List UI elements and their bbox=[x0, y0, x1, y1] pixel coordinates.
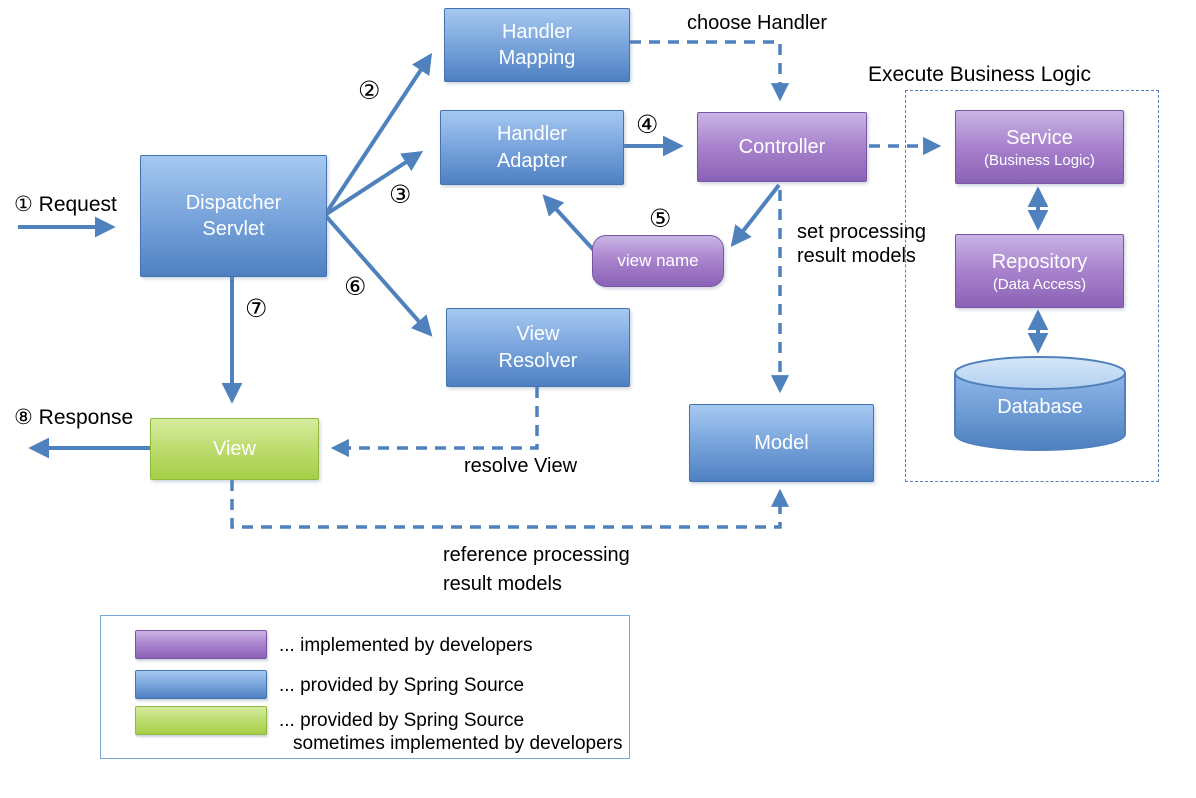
node-view: View bbox=[150, 418, 319, 480]
database-cylinder-icon bbox=[954, 356, 1126, 451]
legend-swatch-green bbox=[135, 706, 267, 735]
node-controller: Controller bbox=[697, 112, 867, 182]
step-2: ② bbox=[358, 76, 381, 105]
node-view-name: view name bbox=[592, 235, 724, 287]
step-5: ⑤ bbox=[649, 204, 672, 233]
step-3: ③ bbox=[389, 180, 412, 209]
legend-label-green-line2: sometimes implemented by developers bbox=[293, 733, 623, 754]
arrow-controller-to-view-name bbox=[730, 183, 781, 247]
execute-business-logic-label: Execute Business Logic bbox=[868, 63, 1091, 86]
node-repository: Repository (Data Access) bbox=[955, 234, 1124, 308]
legend-label-blue: ... provided by Spring Source bbox=[279, 675, 525, 696]
node-view-resolver: View Resolver bbox=[446, 308, 630, 387]
legend-label-purple: ... implemented by developers bbox=[279, 635, 533, 656]
node-handler-mapping: Handler Mapping bbox=[444, 8, 630, 82]
service-subtitle: (Business Logic) bbox=[984, 152, 1095, 170]
legend-swatch-purple bbox=[135, 630, 267, 659]
repository-title: Repository bbox=[991, 250, 1088, 273]
node-model: Model bbox=[689, 404, 874, 482]
service-title: Service bbox=[1006, 126, 1073, 149]
dashed-choose-handler bbox=[630, 40, 790, 102]
node-handler-adapter: Handler Adapter bbox=[440, 110, 624, 185]
resolve-view-label: resolve View bbox=[464, 455, 578, 477]
repository-subtitle: (Data Access) bbox=[992, 276, 1087, 294]
dashed-view-to-model bbox=[230, 480, 790, 529]
legend-label-green-line1: ... provided by Spring Source bbox=[279, 710, 525, 731]
reference-processing-label: reference processing result models bbox=[443, 544, 630, 595]
set-processing-label: set processing result models bbox=[797, 221, 926, 267]
node-dispatcher-servlet: Dispatcher Servlet bbox=[140, 155, 327, 277]
dashed-resolver-to-view bbox=[330, 387, 539, 458]
step-4: ④ bbox=[636, 110, 659, 139]
execute-business-logic-box bbox=[905, 90, 1159, 482]
step-7: ⑦ bbox=[245, 294, 268, 323]
node-service: Service (Business Logic) bbox=[955, 110, 1124, 184]
legend-swatch-blue bbox=[135, 670, 267, 699]
step-6: ⑥ bbox=[344, 272, 367, 301]
legend: ... implemented by developers ... provid… bbox=[100, 615, 630, 759]
database-label: Database bbox=[997, 396, 1083, 418]
choose-handler-label: choose Handler bbox=[687, 12, 828, 34]
arrow-step6-to-view-resolver bbox=[323, 213, 433, 337]
node-database: Database bbox=[953, 354, 1127, 454]
request-label: ① Request bbox=[14, 193, 117, 216]
response-label: ⑧ Response bbox=[14, 406, 134, 429]
